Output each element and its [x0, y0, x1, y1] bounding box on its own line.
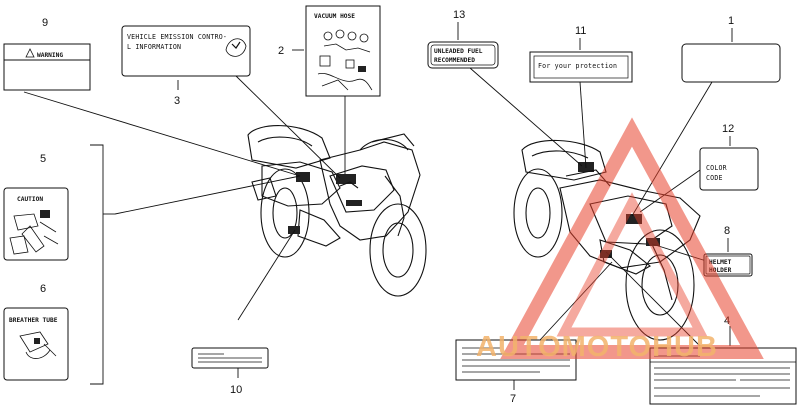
color-code-line1: COLOR [706, 164, 727, 172]
part-number-9: 9 [42, 17, 48, 29]
unleaded-line2: RECOMMENDED [434, 57, 475, 64]
motorcycle-right [513, 139, 701, 341]
part-number-8: 8 [724, 225, 730, 237]
color-code-line2: CODE [706, 174, 723, 182]
group-bracket [90, 144, 104, 385]
part-number-5: 5 [40, 153, 46, 165]
label-caution: CAUTION [3, 187, 69, 261]
part-number-2: 2 [278, 45, 284, 57]
label-vacuum-hose: VACUUM HOSE [305, 5, 381, 97]
breather-tube-text: BREATHER TUBE [9, 317, 58, 324]
part-number-4: 4 [724, 315, 730, 327]
part-number-6: 6 [40, 283, 46, 295]
label-color-code: COLOR CODE [699, 147, 759, 191]
part-number-10: 10 [230, 384, 242, 396]
watermark-text: AUTOMOTOHUB [476, 331, 718, 363]
part-number-3: 3 [174, 95, 180, 107]
motorcycle-left [247, 125, 427, 297]
caution-text: CAUTION [17, 196, 43, 203]
part-number-1: 1 [728, 15, 734, 27]
watermark: AUTOMOTOHUB [476, 117, 764, 363]
helmet-line1: HELMET [709, 259, 732, 266]
part-number-13: 13 [453, 9, 465, 21]
label-warning: WARNING [3, 43, 91, 91]
emission-line2: L INFORMATION [127, 43, 181, 51]
part-number-7: 7 [510, 393, 516, 405]
label-part-10 [191, 347, 269, 369]
protection-text: For your protection [538, 62, 617, 70]
vacuum-hose-text: VACUUM HOSE [314, 13, 355, 20]
helmet-line2: HOLDER [709, 267, 732, 274]
label-vehicle-emission-info: VEHICLE EMISSION CONTRO- L INFORMATION [121, 25, 251, 77]
unleaded-line1: UNLEADED FUEL [434, 48, 483, 55]
part-number-11: 11 [575, 25, 586, 37]
label-helmet-holder: HELMET HOLDER [703, 253, 753, 277]
leader-lines [23, 22, 733, 390]
emission-line1: VEHICLE EMISSION CONTRO- [127, 33, 227, 41]
label-for-your-protection: For your protection [529, 51, 633, 83]
label-breather-tube: BREATHER TUBE [3, 307, 69, 381]
label-unleaded-fuel: UNLEADED FUEL RECOMMENDED [427, 41, 499, 69]
label-part-1 [681, 43, 781, 83]
warning-text: WARNING [37, 52, 63, 59]
part-number-12: 12 [722, 123, 734, 135]
